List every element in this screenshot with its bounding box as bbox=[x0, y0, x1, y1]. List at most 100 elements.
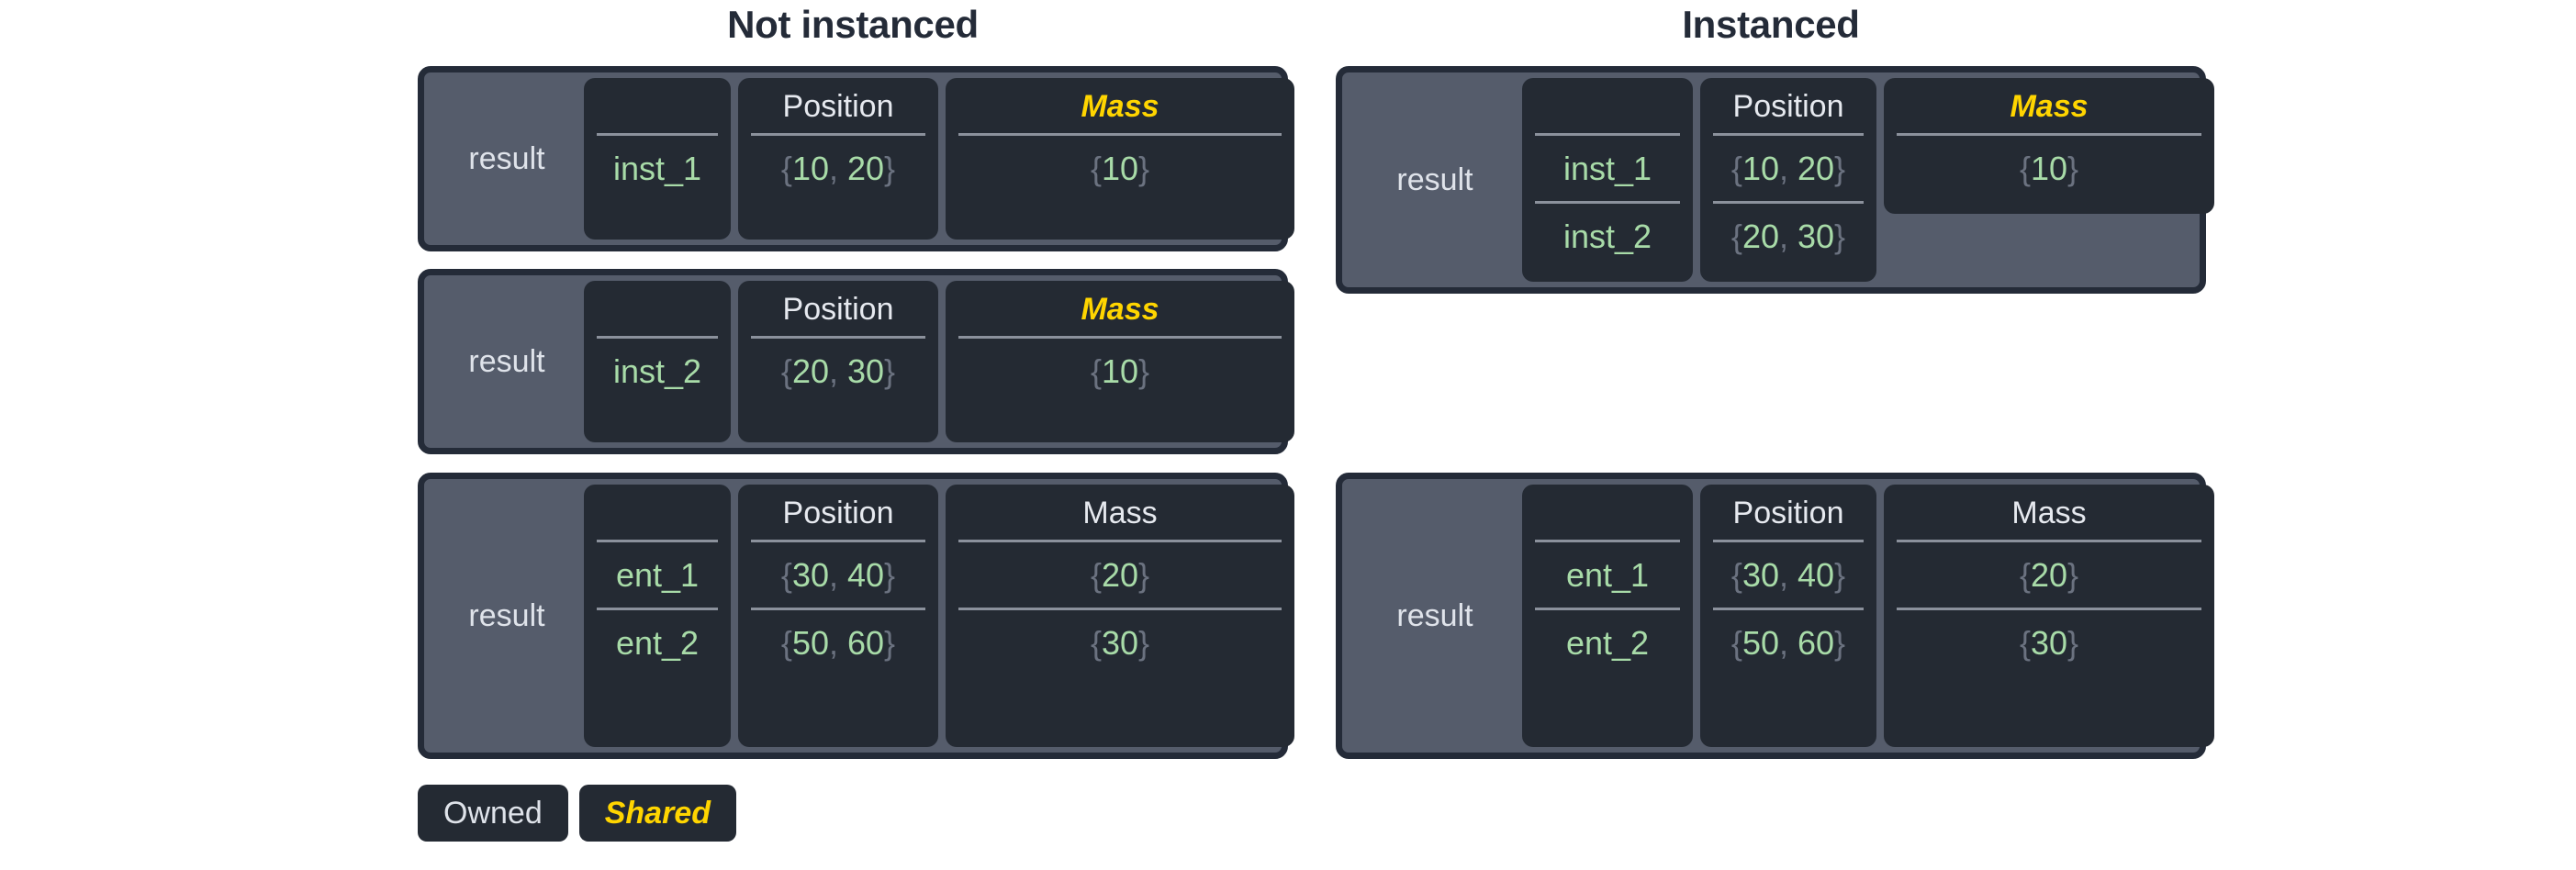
value-separator: , bbox=[1778, 556, 1788, 594]
archetype-label: result bbox=[468, 343, 545, 379]
value-brace: { bbox=[2019, 556, 2031, 594]
column-header: Mass bbox=[1082, 496, 1158, 530]
table-cell: {20, 30} bbox=[751, 336, 925, 404]
value-separator: , bbox=[828, 624, 838, 663]
table-cell: {20} bbox=[1897, 540, 2201, 608]
value-brace: } bbox=[884, 624, 896, 663]
table-cell: {10, 20} bbox=[751, 133, 925, 201]
table-cell: {10} bbox=[958, 133, 1282, 201]
column-header: Mass bbox=[1081, 89, 1159, 124]
table-cell: {10, 20} bbox=[1713, 133, 1864, 201]
table-cell: {50, 60} bbox=[751, 608, 925, 675]
value-brace: { bbox=[780, 352, 792, 390]
value-brace: { bbox=[780, 150, 792, 187]
column-header-blank bbox=[597, 490, 718, 540]
value-brace: { bbox=[2019, 624, 2031, 663]
column-header: Position bbox=[782, 292, 894, 327]
value-brace: } bbox=[1138, 352, 1150, 390]
value-separator: , bbox=[1778, 150, 1788, 187]
table-cell: {30} bbox=[958, 608, 1282, 675]
entity-name-column: inst_2 bbox=[584, 281, 731, 442]
value-separator: , bbox=[828, 556, 838, 594]
value-brace: { bbox=[780, 624, 792, 663]
not-instanced-archetype-1: result inst_1 Position {10, 20} Mass {10} bbox=[418, 66, 1294, 251]
column-header-blank bbox=[597, 84, 718, 133]
value-brace: { bbox=[1730, 150, 1742, 187]
value-brace: { bbox=[1090, 624, 1102, 663]
value-separator: , bbox=[828, 352, 838, 390]
value-brace: { bbox=[1730, 624, 1742, 663]
column-header: Position bbox=[1732, 89, 1844, 124]
table-cell: {30, 40} bbox=[1713, 540, 1864, 608]
table-cell: inst_1 bbox=[597, 133, 718, 201]
value-brace: } bbox=[1834, 624, 1846, 663]
column-header-blank bbox=[1535, 490, 1680, 540]
value-brace: { bbox=[1730, 556, 1742, 594]
component-column-position: Position {10, 20}{20, 30} bbox=[1700, 78, 1876, 283]
column-header-blank bbox=[597, 286, 718, 336]
value-brace: } bbox=[884, 352, 896, 390]
legend: Owned Shared bbox=[418, 785, 736, 842]
section-title-instanced: Instanced bbox=[1682, 3, 1860, 46]
value-separator: , bbox=[828, 150, 838, 187]
value-brace: } bbox=[1834, 556, 1846, 594]
value-brace: { bbox=[1090, 150, 1102, 187]
value-brace: } bbox=[1834, 218, 1846, 256]
component-column-mass: Mass{10} bbox=[1884, 78, 2214, 215]
component-column-position: Position {20, 30} bbox=[738, 281, 938, 442]
section-title-not-instanced: Not instanced bbox=[727, 3, 979, 46]
component-column-mass: Mass {20}{30} bbox=[946, 485, 1294, 747]
value-brace: } bbox=[1138, 624, 1150, 663]
column-header: Position bbox=[782, 89, 894, 124]
column-header-blank bbox=[1535, 84, 1680, 133]
legend-chip-shared: Shared bbox=[578, 785, 736, 842]
value-brace: } bbox=[2067, 624, 2079, 663]
value-brace: } bbox=[884, 556, 896, 594]
value-brace: { bbox=[1090, 352, 1102, 390]
component-column-position: Position {30, 40}{50, 60} bbox=[1700, 485, 1876, 747]
component-columns: inst_1 Position {10, 20} Mass {10} bbox=[584, 78, 1294, 240]
archetype-label: result bbox=[468, 140, 545, 176]
component-column-mass: Mass {10} bbox=[946, 78, 1294, 240]
value-brace: } bbox=[1834, 150, 1846, 187]
column-header: Mass bbox=[1081, 292, 1159, 327]
value-brace: } bbox=[2067, 150, 2079, 187]
table-cell: inst_2 bbox=[597, 336, 718, 404]
table-cell: {30, 40} bbox=[751, 540, 925, 608]
entity-name-column: inst_1 bbox=[584, 78, 731, 240]
value-brace: } bbox=[884, 150, 896, 187]
table-cell: ent_2 bbox=[1535, 608, 1680, 675]
archetype-label: result bbox=[1396, 597, 1473, 633]
table-cell: {50, 60} bbox=[1713, 608, 1864, 675]
table-cell: {20, 30} bbox=[1713, 201, 1864, 269]
value-brace: } bbox=[1138, 150, 1150, 187]
value-brace: } bbox=[2067, 556, 2079, 594]
column-header: Position bbox=[1732, 496, 1844, 530]
table-cell: ent_2 bbox=[597, 608, 718, 675]
component-column-position: Position {10, 20} bbox=[738, 78, 938, 240]
table-cell: {30} bbox=[1897, 608, 2201, 675]
table-cell: {10} bbox=[1897, 133, 2201, 201]
table-cell: {20} bbox=[958, 540, 1282, 608]
archetype-label: result bbox=[1396, 162, 1473, 197]
component-column-position: Position{30, 40}{50, 60} bbox=[738, 485, 938, 747]
value-separator: , bbox=[1778, 624, 1788, 663]
component-column-mass: Mass {20}{30} bbox=[1884, 485, 2214, 747]
value-brace: { bbox=[1090, 556, 1102, 594]
value-brace: } bbox=[1138, 556, 1150, 594]
value-brace: { bbox=[780, 556, 792, 594]
value-separator: , bbox=[1778, 218, 1788, 256]
value-brace: { bbox=[1730, 218, 1742, 256]
column-header: Mass bbox=[2011, 496, 2087, 530]
table-cell: ent_1 bbox=[1535, 540, 1680, 608]
